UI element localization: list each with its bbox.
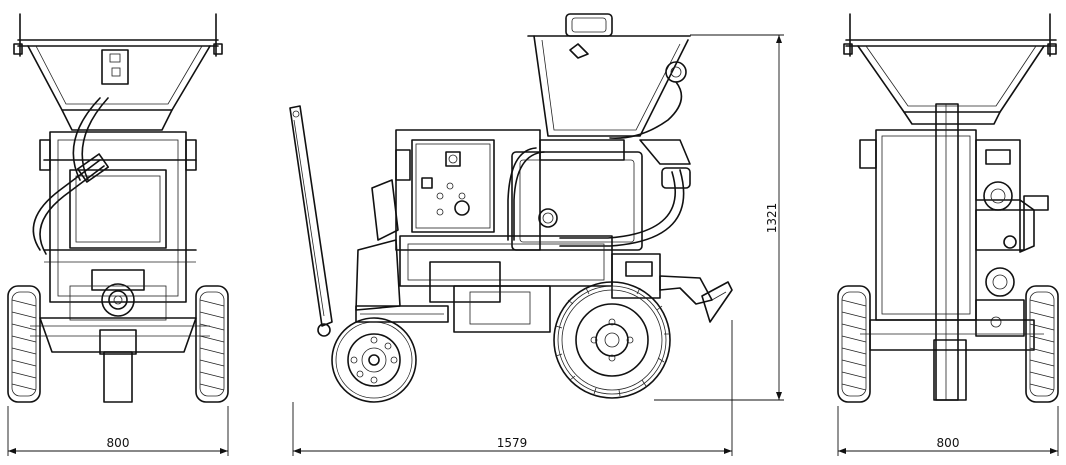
front-chassis [30,97,210,403]
rear-width-dimension: 800 [837,406,1059,456]
side-height-dimension: 1321 [654,34,784,401]
rear-view: 800 [837,13,1059,456]
front-wheel-left [7,285,41,403]
side-length-label: 1579 [497,436,528,450]
side-small-wheel [331,317,417,403]
side-large-wheel [553,281,671,399]
side-view: 1579 1321 [289,13,784,456]
rear-wheel-right [1025,285,1059,403]
side-height-label: 1321 [765,203,779,234]
front-width-dimension: 800 [7,406,229,456]
side-body [355,129,733,333]
rear-wheel-left [837,285,871,403]
rear-width-label: 800 [937,436,960,450]
side-length-dimension: 1579 [292,320,733,456]
side-hopper [527,13,691,139]
rear-body [859,103,1049,401]
front-width-label: 800 [107,436,130,450]
front-wheel-right [195,285,229,403]
tow-bar [289,105,333,337]
front-hopper [13,13,223,131]
front-view: 800 [7,13,229,456]
rear-hopper [843,13,1057,125]
